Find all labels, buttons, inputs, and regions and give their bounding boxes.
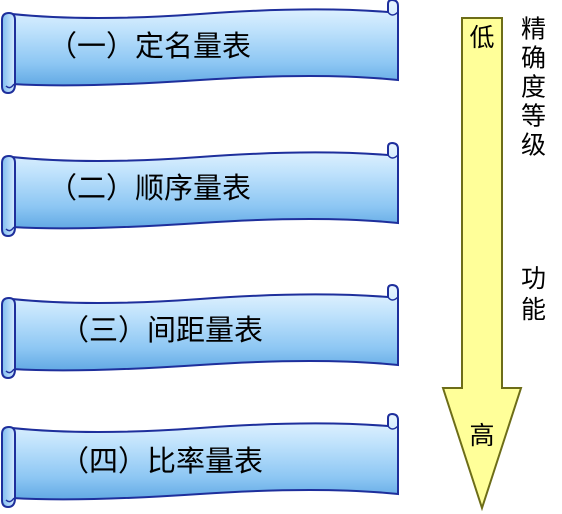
scroll-label-1: （一）定名量表 <box>48 29 251 63</box>
scroll-label-2: （二）顺序量表 <box>48 171 251 205</box>
scroll-banner-3: （三）间距量表 <box>1 283 399 380</box>
scroll-banner-4: （四）比率量表 <box>1 412 399 509</box>
function-label: 功能 <box>518 265 547 327</box>
scroll-label-3: （三）间距量表 <box>60 313 263 347</box>
scroll-label-4: （四）比率量表 <box>60 444 263 478</box>
scroll-banner-2: （二）顺序量表 <box>1 141 399 238</box>
precision-arrow: 低 高 <box>441 17 523 512</box>
arrow-top-label: 低 <box>469 23 494 52</box>
precision-level-label: 精确度等级 <box>518 16 547 161</box>
arrow-bottom-label: 高 <box>469 421 494 450</box>
scroll-banner-1: （一）定名量表 <box>1 0 399 95</box>
